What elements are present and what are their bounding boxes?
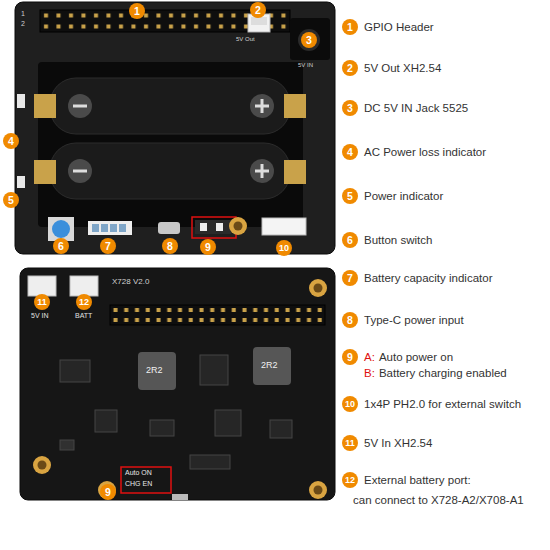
callout-marker: 11 (34, 294, 50, 310)
callout-number: 11 (345, 439, 355, 448)
part-description: 1x4P PH2.0 for external switch (364, 396, 521, 412)
legend-entry: 25V Out XH2.54 (342, 60, 358, 76)
callout-number: 5 (347, 191, 353, 202)
callout-number: 2 (255, 5, 261, 16)
callout-marker: 2 (250, 2, 266, 18)
callout-marker: 7 (100, 238, 116, 254)
legend-entry: 8Type-C power input (342, 312, 358, 328)
callout-number: 10 (345, 400, 355, 409)
callout-circle: 4 (342, 144, 358, 160)
silkscreen-label: X728 V2.0 (112, 278, 149, 286)
callout-number: 2 (347, 63, 353, 74)
callout-marker: 5 (3, 192, 19, 208)
callout-number: 4 (347, 147, 353, 158)
callout-number: 8 (167, 241, 173, 252)
callout-number: 12 (345, 476, 355, 485)
callout-number: 1 (347, 22, 353, 33)
callout-circle: 12 (342, 472, 358, 488)
callout-number: 11 (37, 298, 47, 307)
part-description: can connect to X728-A2/X708-A1 (353, 492, 524, 508)
callout-circle: 8 (342, 312, 358, 328)
part-description: Battery charging enabled (379, 365, 507, 381)
callout-marker: 8 (162, 238, 178, 254)
legend-entry: 101x4P PH2.0 for external switch (342, 396, 358, 412)
legend-entry: 115V In XH2.54 (342, 435, 358, 451)
silkscreen-label: 2R2 (146, 366, 163, 375)
part-description: Type-C power input (364, 312, 464, 328)
callout-number: 12 (79, 298, 89, 307)
part-description: B: (364, 365, 375, 381)
part-description: DC 5V IN Jack 5525 (364, 100, 468, 116)
legend-entry: 3DC 5V IN Jack 5525 (342, 100, 358, 116)
silkscreen-label: 5V IN (31, 312, 49, 319)
callout-circle: 2 (342, 60, 358, 76)
callout-number: 7 (105, 241, 111, 252)
legend-entry: 12External battery port:can connect to X… (342, 472, 358, 488)
callout-marker: 4 (3, 133, 19, 149)
callout-marker: 9 (200, 239, 216, 255)
callout-number: 9 (347, 352, 353, 363)
callout-circle: 11 (342, 435, 358, 451)
legend-entry: 4AC Power loss indicator (342, 144, 358, 160)
callout-number: 3 (347, 103, 353, 114)
callout-number: 1 (134, 6, 140, 17)
part-description: A: (364, 349, 375, 365)
callout-number: 10 (279, 244, 289, 253)
callout-number: 8 (347, 315, 353, 326)
callout-number: 9 (205, 242, 211, 253)
part-description: Button switch (364, 232, 432, 248)
part-description: Power indicator (364, 188, 443, 204)
part-description: Battery capacity indicator (364, 270, 492, 286)
callout-circle: 6 (342, 232, 358, 248)
callout-number: 9 (105, 487, 111, 498)
callout-circle: 5 (342, 188, 358, 204)
callout-marker: 12 (76, 294, 92, 310)
callout-number: 6 (58, 241, 64, 252)
callout-circle: 1 (342, 19, 358, 35)
callout-number: 6 (347, 235, 353, 246)
callout-marker: 1 (129, 3, 145, 19)
callout-circle: 3 (342, 100, 358, 116)
silkscreen-label: BATT (75, 312, 92, 319)
legend-entry: 5Power indicator (342, 188, 358, 204)
silkscreen-label: 2R2 (261, 361, 278, 370)
silkscreen-label: CHG EN (125, 480, 152, 487)
part-description: 5V In XH2.54 (364, 435, 432, 451)
callout-number: 5 (8, 195, 14, 206)
callout-number: 4 (8, 136, 14, 147)
legend-entry: 9A:Auto power onB:Battery charging enabl… (342, 349, 358, 365)
legend-entry: 6Button switch (342, 232, 358, 248)
callout-number: 3 (306, 35, 312, 46)
callout-marker: 10 (276, 240, 292, 256)
silkscreen-label: 5V Out (236, 36, 255, 42)
part-description: 5V Out XH2.54 (364, 60, 441, 76)
callout-circle: 10 (342, 396, 358, 412)
callout-circle: 9 (342, 349, 358, 365)
part-description: AC Power loss indicator (364, 144, 486, 160)
callout-number: 7 (347, 273, 353, 284)
silkscreen-label: Auto ON (125, 469, 152, 476)
silkscreen-label: 1 (21, 10, 25, 17)
silkscreen-label: 2 (21, 20, 25, 27)
legend-entry: 1GPIO Header (342, 19, 358, 35)
legend-entry: 7Battery capacity indicator (342, 270, 358, 286)
callout-marker: 6 (53, 238, 69, 254)
silkscreen-label: 5V IN (298, 62, 313, 68)
callout-marker: 9 (100, 484, 116, 500)
part-description: External battery port: (364, 472, 471, 488)
part-description: Auto power on (379, 349, 453, 365)
callout-marker: 3 (301, 32, 317, 48)
callout-circle: 7 (342, 270, 358, 286)
part-description: GPIO Header (364, 19, 434, 35)
